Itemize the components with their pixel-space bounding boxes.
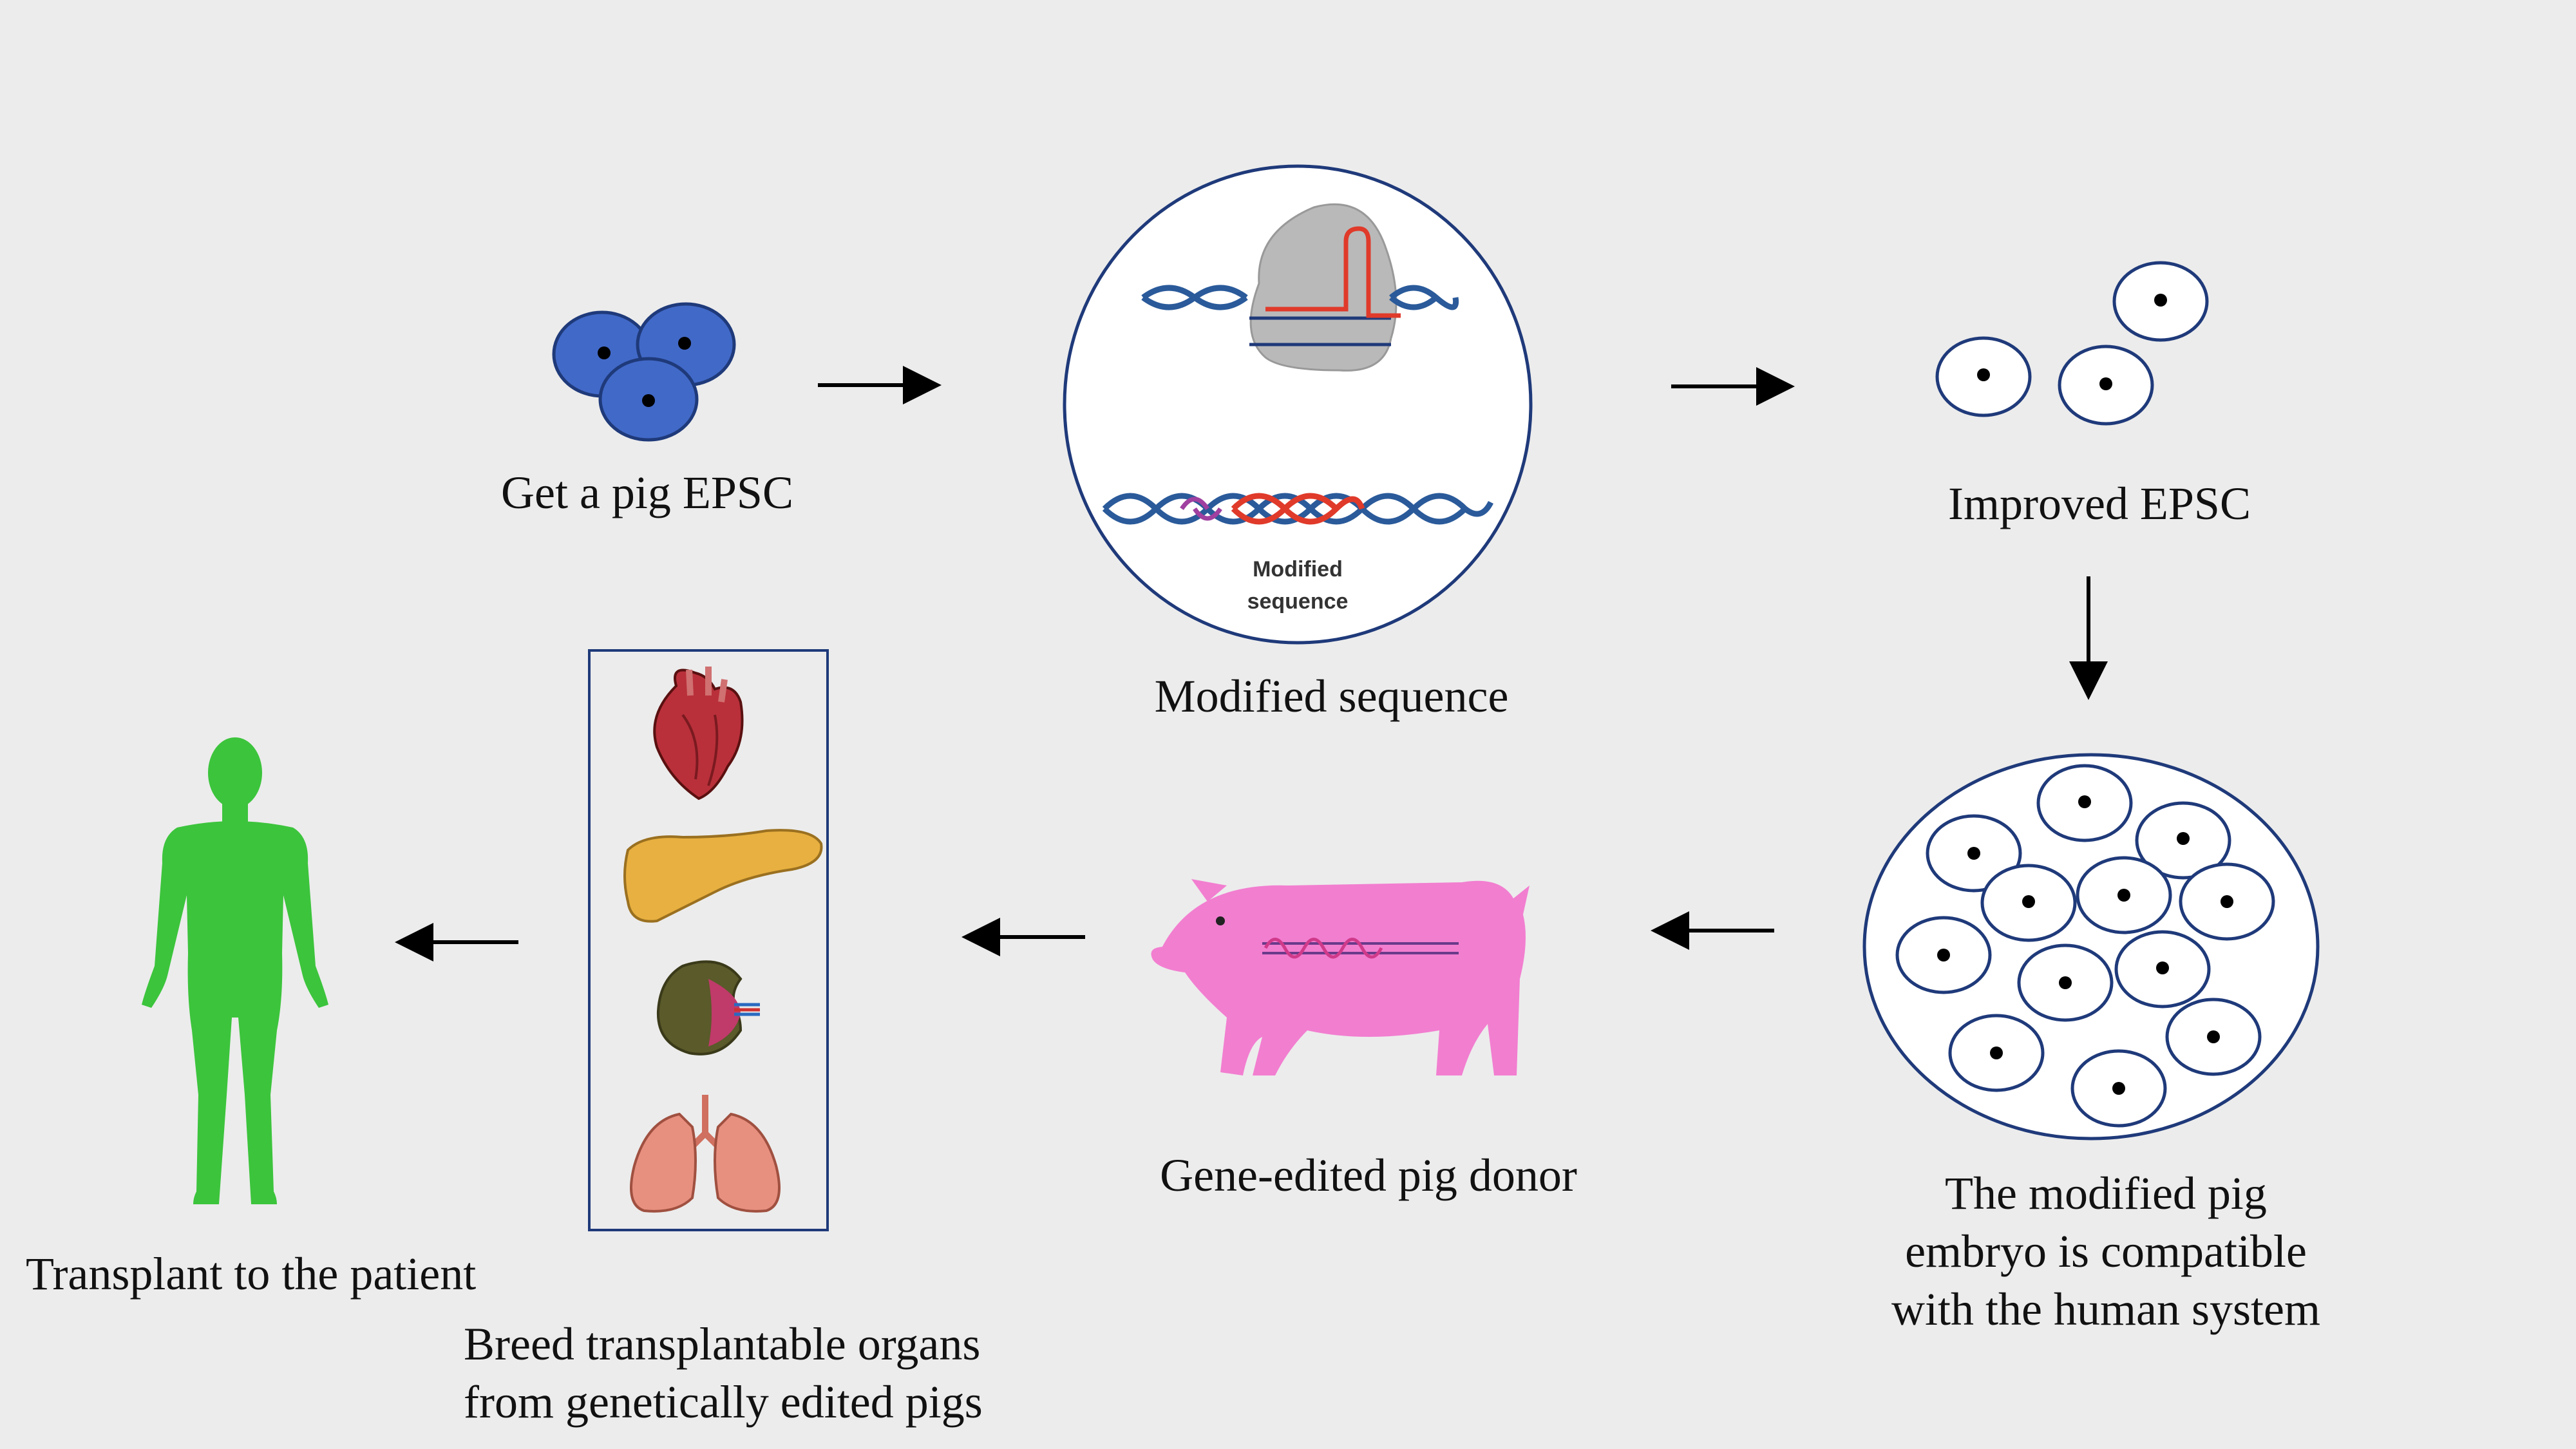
modified-segment: [1231, 493, 1365, 525]
inset-label-line1: Modified: [1253, 557, 1343, 582]
gene-editing-inset: Modified sequence: [1063, 164, 1533, 645]
improved-epsc-cells: [1935, 261, 2209, 426]
label-pig-donor: Gene-edited pig donor: [1160, 1150, 1577, 1201]
inset-label-line2: sequence: [1247, 589, 1349, 614]
pancreas-icon: [623, 829, 823, 923]
flow-arrows: [395, 366, 2108, 961]
pig-epsc-cells: [552, 302, 736, 442]
upper-dna-helix: [1141, 285, 1459, 310]
modified-embryo: [1862, 753, 2320, 1141]
label-transplant: Transplant to the patient: [26, 1248, 477, 1300]
editing-complex-shape: [1249, 203, 1397, 372]
lungs-icon: [630, 1095, 781, 1213]
label-get-epsc: Get a pig EPSC: [500, 467, 793, 518]
organs-box: [588, 649, 829, 1231]
human-patient-icon: [142, 737, 328, 1204]
label-modified-sequence: Modified sequence: [1154, 670, 1509, 722]
label-improved-epsc: Improved EPSC: [1947, 478, 2251, 529]
heart-icon: [653, 667, 744, 800]
pig-dna-insert: [1264, 938, 1383, 959]
gene-edited-pig: [1151, 879, 1530, 1075]
lower-dna-helix: [1102, 493, 1494, 525]
label-embryo: The modified pig embryo is compatible wi…: [1891, 1168, 2320, 1335]
label-breed-organs: Breed transplantable organs from genetic…: [464, 1318, 983, 1428]
kidney-icon: [656, 960, 760, 1056]
guide-rna-red: [1265, 226, 1401, 318]
